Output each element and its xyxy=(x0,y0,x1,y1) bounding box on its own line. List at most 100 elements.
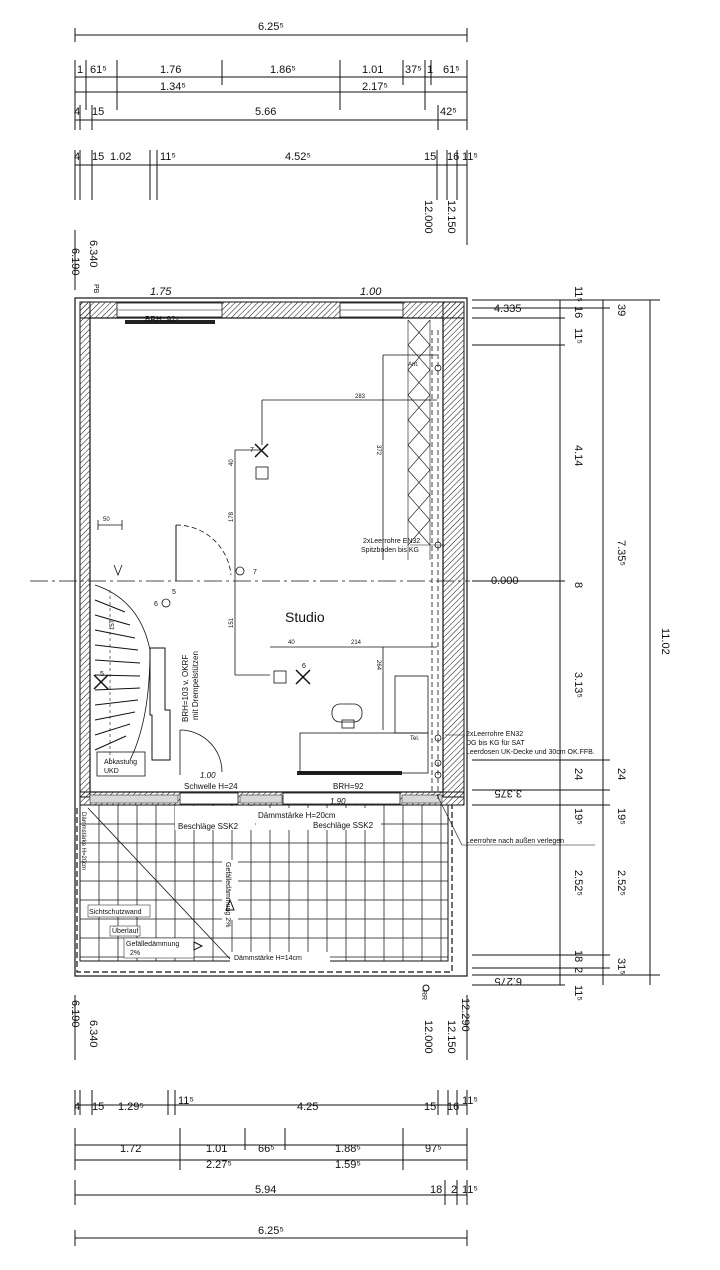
hardware-label: Beschläge SSK2 xyxy=(313,821,374,830)
insulation-label: Dämmstärke H=20cm xyxy=(258,811,336,820)
fixture-number: 5 xyxy=(172,589,176,596)
right-dim: 4.14 xyxy=(572,445,584,466)
fixture-number: 6 xyxy=(154,601,158,608)
window-width-label: 1.90 xyxy=(330,797,346,806)
level-label: 3.375 xyxy=(494,787,522,799)
top-dim: 4.52⁵ xyxy=(285,151,311,163)
fixture-number: 7 xyxy=(253,569,257,576)
right-dim: 3.13⁵ xyxy=(572,672,584,698)
top-dim: 61⁵ xyxy=(443,64,460,76)
insulation-vertical-label: Dämmstärke H=20cm xyxy=(80,812,86,870)
bottom-dim: 1.29⁵ xyxy=(118,1101,144,1113)
right-dim: 11⁵ xyxy=(572,286,584,302)
bottom-dim: 11⁵ xyxy=(462,1184,478,1196)
brh-bottom-label: BRH=92 xyxy=(333,782,364,791)
right-dim: 11⁵ xyxy=(572,985,584,1001)
right-dimension-labels: 4.335 0.000 3.375 6.275 11⁵ 16 11⁵ 4.14 … xyxy=(491,286,671,1001)
interior-dim: 40 xyxy=(288,640,295,646)
bottom-dim: 15 xyxy=(92,1101,104,1113)
ceiling-light-icon xyxy=(93,674,109,690)
antenna-label: Ant. xyxy=(408,362,419,368)
bottom-dim: 18 xyxy=(430,1184,442,1196)
right-dim: 24 xyxy=(615,768,627,780)
overflow-label: Überlauf xyxy=(112,927,139,935)
right-dim: 19⁵ xyxy=(615,808,627,825)
interior-dim: 50 xyxy=(103,517,110,523)
top-dim: 5.66 xyxy=(255,106,276,118)
top-overall-dim: 6.25⁵ xyxy=(258,21,284,33)
interior-dim: 151 xyxy=(229,617,235,628)
ukd-label: UKD xyxy=(104,768,119,775)
pb-label: PB xyxy=(92,284,99,294)
right-dim: 31⁵ xyxy=(615,958,627,975)
top-dim: 2.17⁵ xyxy=(362,81,388,93)
level-label: 6.340 xyxy=(87,240,99,268)
interior-dim: 40 xyxy=(229,459,235,466)
level-label: 0.000 xyxy=(491,575,519,587)
building-walls xyxy=(74,297,468,977)
bottom-dim: 1.72 xyxy=(120,1143,141,1155)
stair-knee-label: mit Drempelstützen xyxy=(191,651,200,720)
top-dim: 4 xyxy=(74,151,80,163)
fixture-number: 7 xyxy=(250,447,254,454)
bottom-dim: 2 xyxy=(451,1184,457,1196)
bottom-dimension-chains xyxy=(74,995,468,1246)
tel-label: Tel. xyxy=(410,736,420,742)
conduit-note: 2xLeerrohre EN32 xyxy=(466,731,523,738)
bottom-dim: 1.88⁵ xyxy=(335,1143,361,1155)
top-dim: 1 xyxy=(427,64,433,76)
right-dim: 19⁵ xyxy=(572,808,584,825)
window-width-label: 1.00 xyxy=(360,286,382,298)
level-label: 12.290 xyxy=(459,998,471,1032)
level-label: 6.275 xyxy=(494,975,522,987)
top-dim: 1.34⁵ xyxy=(160,81,186,93)
top-dim: 1.02 xyxy=(110,151,131,163)
ceiling-light-icon xyxy=(254,443,269,458)
room-name: Studio xyxy=(285,609,325,625)
right-dim: 8 xyxy=(572,582,584,588)
right-dim: 2 xyxy=(572,967,584,973)
level-label: 6.340 xyxy=(87,1020,99,1048)
top-dim: 4 xyxy=(74,106,80,118)
right-dim: 18 xyxy=(572,950,584,962)
right-dim: 7.35⁵ xyxy=(615,540,627,566)
conduit-note: Leerdosen UK-Decke und 30cm OK.FFB. xyxy=(466,749,595,756)
interior-dim: 214 xyxy=(351,640,362,646)
top-dim: 11⁵ xyxy=(160,151,176,163)
top-dim: 15 xyxy=(424,151,436,163)
interior-dim: 372 xyxy=(375,445,381,456)
threshold-label: Schwelle H=24 xyxy=(184,782,238,791)
bottom-dim: 1.59⁵ xyxy=(335,1159,361,1171)
slope-insulation-label: Gefälledämmung 2% xyxy=(224,862,231,927)
brh-top-label: BRH=92⁵ xyxy=(145,315,179,324)
level-label: 12.150 xyxy=(445,1020,457,1054)
level-label: 6.190 xyxy=(69,1000,81,1028)
level-label: 12.000 xyxy=(422,200,434,234)
right-overall-dim: 11.02 xyxy=(659,628,671,655)
top-dimension-labels: 6.25⁵ 1 61⁵ 1.76 1.86⁵ 1.01 37⁵ 1 61⁵ 1.… xyxy=(69,21,478,276)
interior-dim: 157 xyxy=(110,619,116,630)
top-dim: 15 xyxy=(92,151,104,163)
privacy-wall-label: Sichtschutzwand xyxy=(89,909,142,916)
top-dim: 61⁵ xyxy=(90,64,107,76)
fixture-number: 5 xyxy=(100,671,104,678)
bottom-dim: 5.94 xyxy=(255,1184,276,1196)
bottom-dim: 4 xyxy=(74,1101,80,1113)
conduit-note: Leerrohre nach außen verlegen xyxy=(466,838,564,845)
window-width-label: 1.00 xyxy=(200,771,216,780)
top-dim: 1.76 xyxy=(160,64,181,76)
interior-dim: 264 xyxy=(375,660,381,671)
top-dim: 1.01 xyxy=(362,64,383,76)
terrace xyxy=(76,804,453,992)
conduit-note: 2xLeerrohre EN32 xyxy=(363,538,420,545)
rr-label: RR xyxy=(420,990,427,1000)
bottom-overall-dim: 6.25⁵ xyxy=(258,1225,284,1237)
right-dim: 39 xyxy=(615,304,627,316)
top-dim: 1.86⁵ xyxy=(270,64,296,76)
slope-percent-label: 2% xyxy=(130,950,140,957)
bottom-dim: 15 xyxy=(424,1101,436,1113)
conduit-note: Spitzboden bis KG xyxy=(361,547,419,554)
top-dimension-chains xyxy=(74,28,468,290)
top-dim: 16 xyxy=(447,151,459,163)
